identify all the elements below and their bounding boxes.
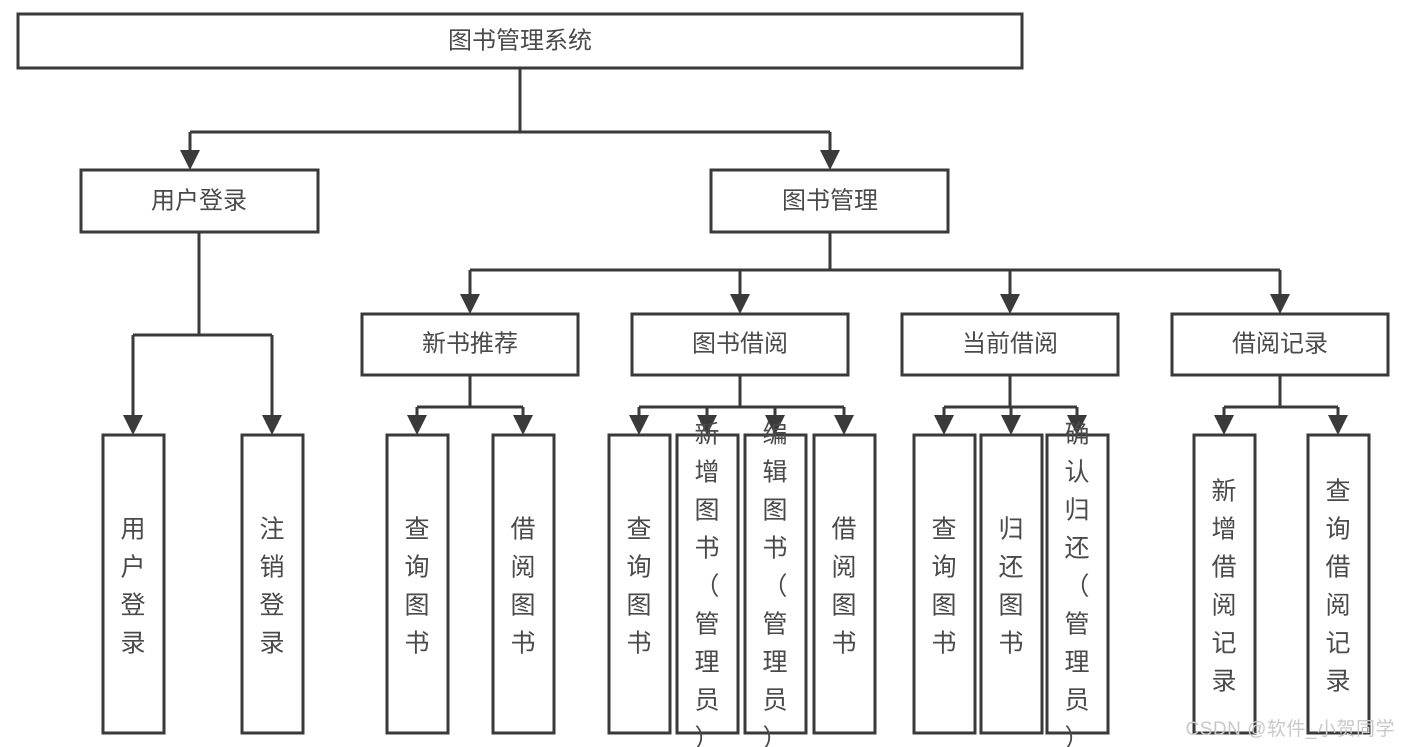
node-new-book-recommend-box[interactable] [360, 312, 580, 377]
node-new-book-recommend-label: 新书推荐 [422, 330, 518, 357]
arrowhead-current-borrow [1000, 294, 1020, 314]
arrowhead-leaf-borrow-add-book [697, 415, 717, 435]
arrowhead-leaf-rec-add-record [1214, 415, 1234, 435]
arrowhead-leaf-cur-query-book [934, 415, 954, 435]
csdn-watermark: CSDN @软件_小贺同学 [1185, 719, 1395, 740]
node-book-borrow-box[interactable] [630, 312, 850, 377]
leaf-rec-borrow-book-label: 借阅图书 [510, 516, 535, 658]
leaf-rec-query-book[interactable]: 查询图书 [385, 433, 450, 735]
leaf-borrow-add-book-box[interactable] [675, 433, 740, 735]
leaf-cur-confirm-return-box[interactable] [1045, 433, 1110, 735]
arrowhead-leaf-rec-query-book [407, 415, 427, 435]
node-new-book-recommend[interactable]: 新书推荐 [360, 312, 580, 377]
arrowhead-leaf-borrow-edit-book [765, 415, 785, 435]
leaf-rec-query-record[interactable]: 查询借阅记录 [1306, 433, 1371, 735]
node-book-manage-label: 图书管理 [782, 187, 878, 214]
node-root[interactable]: 图书管理系统 [16, 12, 1024, 70]
leaf-cur-query-book-box[interactable] [912, 433, 977, 735]
arrowhead-new-book-recommend [460, 294, 480, 314]
leaf-rec-borrow-book[interactable]: 借阅图书 [491, 433, 556, 735]
node-user-login[interactable]: 用户登录 [79, 168, 320, 234]
leaf-rec-query-book-box[interactable] [385, 433, 450, 735]
leaf-rec-query-record-box[interactable] [1306, 433, 1371, 735]
arrowhead-user-login [180, 150, 200, 170]
connector-layer [123, 68, 1348, 435]
arrowhead-leaf-cur-return-book [1001, 415, 1021, 435]
node-root-label: 图书管理系统 [448, 27, 592, 54]
leaf-cur-return-book-box[interactable] [979, 433, 1044, 735]
leaf-user-login-label: 用户登录 [120, 516, 145, 658]
leaf-cur-query-book-label: 查询图书 [931, 516, 956, 658]
arrowhead-leaf-user-login [123, 415, 143, 435]
leaf-borrow-borrow-book-label: 借阅图书 [831, 516, 856, 658]
arrowhead-book-manage [820, 150, 840, 170]
node-borrow-record[interactable]: 借阅记录 [1170, 312, 1390, 377]
leaf-rec-query-record-label: 查询借阅记录 [1325, 478, 1350, 696]
leaf-cur-return-book[interactable]: 归还图书 [979, 433, 1044, 735]
leaf-borrow-query-book-box[interactable] [607, 433, 672, 735]
leaf-borrow-borrow-book[interactable]: 借阅图书 [812, 433, 877, 735]
leaf-borrow-edit-book-box[interactable] [743, 433, 808, 735]
arrowhead-leaf-rec-query-record [1328, 415, 1348, 435]
leaf-borrow-add-book[interactable]: 新增图书（管理员） [675, 421, 740, 747]
node-book-manage-box[interactable] [709, 168, 950, 234]
leaf-rec-add-record[interactable]: 新增借阅记录 [1192, 433, 1257, 735]
leaf-rec-query-book-label: 查询图书 [404, 516, 429, 658]
leaf-borrow-add-book-label: 新增图书（管理员） [694, 421, 719, 747]
node-current-borrow[interactable]: 当前借阅 [900, 312, 1120, 377]
leaf-cur-confirm-return-label: 确认归还（管理员） [1064, 421, 1089, 747]
leaf-rec-add-record-box[interactable] [1192, 433, 1257, 735]
leaf-user-login[interactable]: 用户登录 [101, 433, 166, 735]
node-current-borrow-label: 当前借阅 [962, 330, 1058, 357]
leaf-user-login-box[interactable] [101, 433, 166, 735]
leaf-borrow-query-book[interactable]: 查询图书 [607, 433, 672, 735]
arrowhead-leaf-borrow-query-book [629, 415, 649, 435]
leaf-borrow-edit-book[interactable]: 编辑图书（管理员） [743, 421, 808, 747]
arrowhead-leaf-rec-borrow-book [513, 415, 533, 435]
arrowhead-leaf-cur-confirm-return [1067, 415, 1087, 435]
arrowhead-leaf-user-logout [262, 415, 282, 435]
node-book-manage[interactable]: 图书管理 [709, 168, 950, 234]
arrowhead-book-borrow [730, 294, 750, 314]
node-user-login-box[interactable] [79, 168, 320, 234]
node-root-box[interactable] [16, 12, 1024, 70]
node-borrow-record-label: 借阅记录 [1232, 330, 1328, 357]
node-book-borrow-label: 图书借阅 [692, 330, 788, 357]
leaf-cur-confirm-return[interactable]: 确认归还（管理员） [1045, 421, 1110, 747]
leaf-borrow-borrow-book-box[interactable] [812, 433, 877, 735]
leaf-rec-add-record-label: 新增借阅记录 [1211, 478, 1236, 696]
node-borrow-record-box[interactable] [1170, 312, 1390, 377]
leaf-rec-borrow-book-box[interactable] [491, 433, 556, 735]
arrowhead-leaf-borrow-borrow-book [834, 415, 854, 435]
leaf-user-logout[interactable]: 注销登录 [240, 433, 305, 735]
node-current-borrow-box[interactable] [900, 312, 1120, 377]
leaf-borrow-edit-book-label: 编辑图书（管理员） [762, 421, 787, 747]
leaf-borrow-query-book-label: 查询图书 [626, 516, 651, 658]
node-user-login-label: 用户登录 [151, 187, 247, 214]
leaf-cur-query-book[interactable]: 查询图书 [912, 433, 977, 735]
arrowhead-borrow-record [1270, 294, 1290, 314]
leaf-user-logout-label: 注销登录 [259, 516, 284, 658]
node-book-borrow[interactable]: 图书借阅 [630, 312, 850, 377]
leaf-cur-return-book-label: 归还图书 [998, 516, 1023, 658]
leaf-user-logout-box[interactable] [240, 433, 305, 735]
